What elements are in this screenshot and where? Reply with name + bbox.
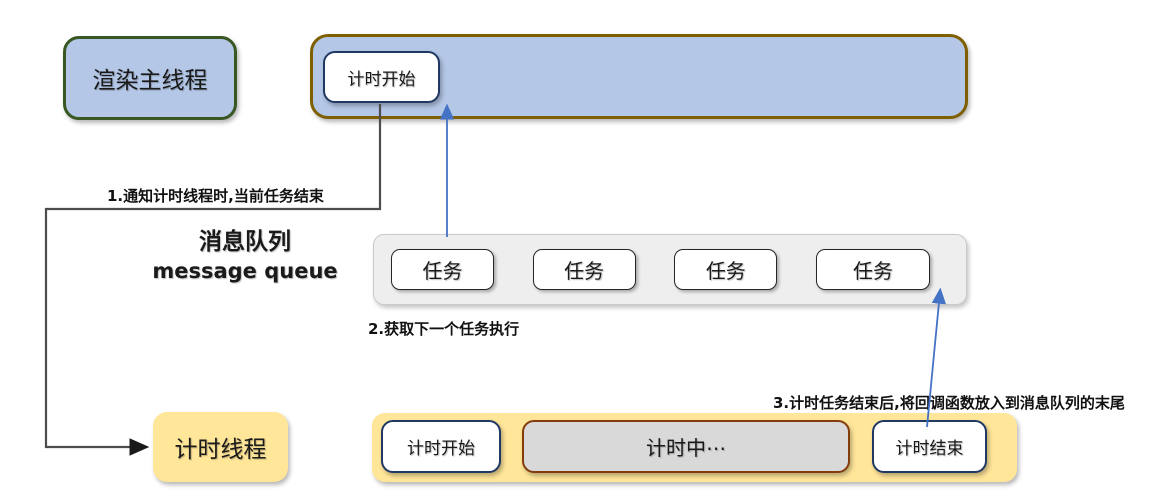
task-box-3: 任务 [674, 249, 778, 290]
timer-track-end-box: 计时结束 [872, 420, 987, 473]
timer-thread-box: 计时线程 [153, 412, 288, 482]
message-queue-title-zh: 消息队列 [199, 229, 291, 255]
task-box-2: 任务 [532, 249, 636, 290]
annotation-step2: 2.获取下一个任务执行 [368, 320, 520, 338]
message-queue-heading: 消息队列 message queue [120, 228, 370, 285]
timer-track-start-box: 计时开始 [381, 420, 501, 473]
message-queue-title-en: message queue [152, 258, 338, 283]
task-box-4: 任务 [815, 249, 930, 290]
main-thread-bar: 计时开始 [310, 34, 968, 119]
render-main-thread-box: 渲染主线程 [63, 36, 237, 120]
annotation-step1: 1.通知计时线程时,当前任务结束 [107, 187, 324, 205]
task-box-1: 任务 [391, 249, 494, 290]
message-queue-container: 任务 任务 任务 任务 [373, 234, 967, 305]
timer-track-container: 计时开始 计时中⋯ 计时结束 [372, 413, 1017, 482]
annotation-step3: 3.计时任务结束后,将回调函数放入到消息队列的末尾 [773, 394, 1125, 412]
timer-track-running-box: 计时中⋯ [522, 420, 850, 473]
timer-start-box-top: 计时开始 [323, 51, 440, 103]
